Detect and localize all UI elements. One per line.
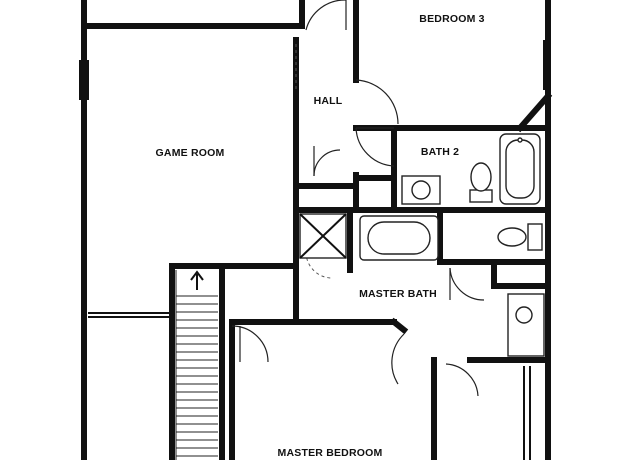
label-bedroom3: BEDROOM 3 bbox=[419, 13, 484, 25]
door-swing-wc bbox=[449, 267, 485, 301]
bath2-tub-drain bbox=[517, 137, 523, 143]
bath2-sink bbox=[411, 180, 431, 200]
label-master-bath: MASTER BATH bbox=[359, 288, 437, 300]
bath2-toilet-tank bbox=[469, 189, 493, 203]
bath2-toilet-bowl bbox=[470, 162, 492, 192]
stair-arrow-head bbox=[190, 270, 204, 281]
wc-toilet-tank bbox=[527, 223, 543, 251]
wall-details bbox=[79, 40, 545, 460]
staircase bbox=[175, 270, 218, 460]
wall-master-bath-corner bbox=[389, 317, 409, 335]
shower-door bbox=[305, 251, 333, 279]
master-vanity bbox=[507, 293, 545, 357]
label-master-bedroom: MASTER BEDROOM bbox=[278, 447, 383, 459]
door-swing-closet2 bbox=[445, 363, 479, 397]
doors bbox=[231, 0, 485, 397]
door-swing-bedroom3 bbox=[355, 79, 399, 125]
fixtures bbox=[299, 133, 545, 357]
walls bbox=[81, 0, 553, 460]
label-game-room: GAME ROOM bbox=[156, 147, 225, 159]
label-hall: HALL bbox=[314, 95, 343, 107]
door-swing-top bbox=[305, 0, 346, 31]
wall-bedroom3-corner bbox=[515, 91, 553, 133]
door-swing-closet bbox=[313, 149, 341, 177]
shower-cross-2 bbox=[299, 213, 347, 259]
door-swing-master-left bbox=[231, 325, 269, 363]
door-swing-bath2 bbox=[355, 127, 395, 167]
master-tub-basin bbox=[367, 221, 431, 255]
door-swing-master bbox=[391, 333, 405, 385]
master-sink bbox=[515, 306, 533, 324]
label-bath2: BATH 2 bbox=[421, 146, 459, 158]
wc-toilet-bowl bbox=[497, 227, 527, 247]
bath2-tub-basin bbox=[505, 139, 535, 199]
